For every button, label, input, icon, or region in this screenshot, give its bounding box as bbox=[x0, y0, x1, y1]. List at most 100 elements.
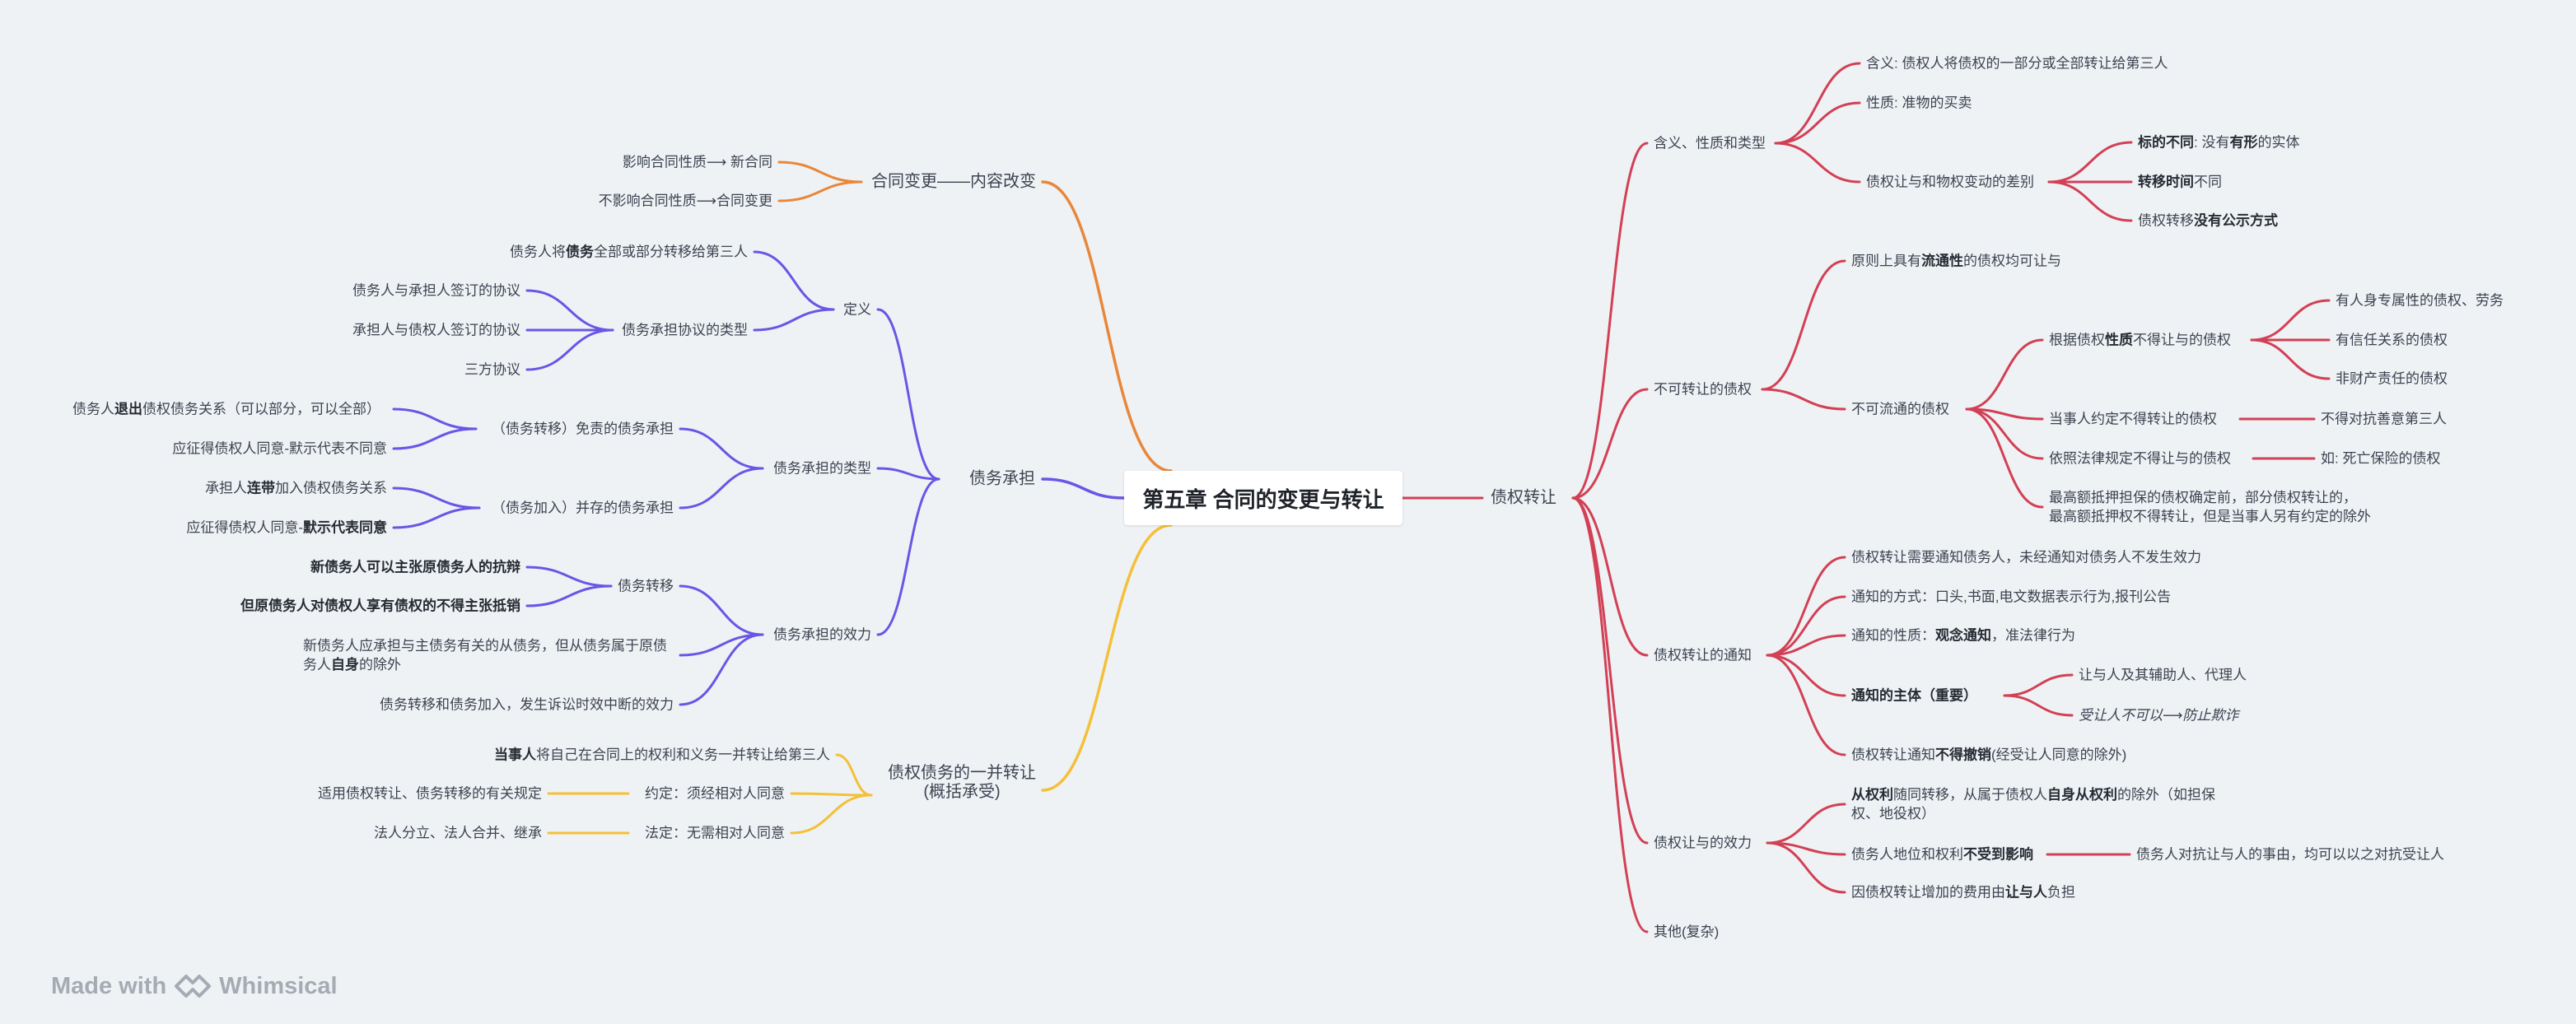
node-join-item-2[interactable]: 应征得债权人同意-默示代表同意 bbox=[186, 519, 387, 536]
connector-line bbox=[392, 486, 481, 510]
footer-brand: Whimsical bbox=[219, 972, 338, 999]
node-agreement-type-1[interactable]: 债务人与承担人签订的协议 bbox=[352, 282, 520, 299]
connector-line bbox=[876, 467, 940, 481]
node-by-nature[interactable]: 根据债权性质不得让与的债权 bbox=[2049, 332, 2231, 348]
connector-line bbox=[753, 250, 835, 311]
node-notice-subject[interactable]: 通知的主体（重要） bbox=[1851, 687, 1977, 704]
node-max-mortgage[interactable]: 最高额抵押担保的债权确定前，部分债权转让的，最高额抵押权不得转让，但是当事人另有… bbox=[2049, 490, 2371, 524]
connector-line bbox=[1571, 388, 1649, 500]
node-free-item-2[interactable]: 应征得债权人同意-默示代表不同意 bbox=[172, 440, 387, 457]
connector-line bbox=[790, 792, 873, 797]
node-notice-3[interactable]: 通知的性质：观念通知，准法律行为 bbox=[1851, 627, 2075, 644]
node-join-item-1[interactable]: 承担人连带加入债权债务关系 bbox=[205, 480, 387, 496]
node-whole-agreed-item[interactable]: 适用债权转让、债务转移的有关规定 bbox=[318, 785, 542, 802]
connector-line bbox=[1965, 407, 2044, 509]
connector-line bbox=[1766, 634, 1846, 657]
node-whole-agreed[interactable]: 约定：须经相对人同意 bbox=[645, 785, 785, 802]
node-agreement-types[interactable]: 债务承担协议的类型 bbox=[622, 322, 748, 338]
connector-line bbox=[1761, 259, 1846, 391]
node-nontransferable[interactable]: 不可转让的债权 bbox=[1654, 381, 1752, 398]
connector-line bbox=[679, 633, 764, 657]
connector-line bbox=[2003, 673, 2074, 697]
connector-line bbox=[525, 584, 613, 607]
connector-line bbox=[679, 633, 764, 706]
connector-line bbox=[1766, 841, 1846, 894]
root-node[interactable]: 第五章 合同的变更与转让 bbox=[1124, 471, 1402, 525]
node-whole-transfer[interactable]: 债权债务的一并转让(概括承受) bbox=[888, 764, 1036, 801]
node-debt-transfer[interactable]: 债务转移 bbox=[618, 578, 674, 594]
node-law-item[interactable]: 如: 死亡保险的债权 bbox=[2321, 450, 2441, 467]
node-claim-transfer[interactable]: 债权转让 bbox=[1491, 488, 1556, 507]
connector-line bbox=[679, 584, 764, 636]
node-noncirculating[interactable]: 不可流通的债权 bbox=[1851, 401, 1949, 417]
node-new-debtor[interactable]: 新债务人应承担与主债务有关的从债务，但从债务属于原债务人自身的除外 bbox=[303, 638, 667, 673]
node-transfer-item-2[interactable]: 但原债务人对债权人享有债权的不得主张抵销 bbox=[240, 598, 520, 614]
node-meaning-diff[interactable]: 债权让与和物权变动的差别 bbox=[1866, 174, 2034, 190]
connector-line bbox=[525, 566, 613, 588]
node-agreement-type-3[interactable]: 三方协议 bbox=[464, 361, 520, 378]
connector-line bbox=[525, 289, 614, 332]
node-definition[interactable]: 定义 bbox=[843, 301, 871, 318]
node-nature-item-2[interactable]: 有信任关系的债权 bbox=[2336, 332, 2448, 348]
node-agreed-nontransfer[interactable]: 当事人约定不得转让的债权 bbox=[2049, 411, 2217, 427]
node-transfer-item-1[interactable]: 新债务人可以主张原债务人的抗辩 bbox=[310, 559, 520, 575]
connector-line bbox=[2250, 338, 2331, 380]
node-assumption-kinds[interactable]: 债务承担的类型 bbox=[773, 460, 871, 477]
node-contract-change[interactable]: 合同变更——内容改变 bbox=[871, 172, 1036, 191]
node-notice-5[interactable]: 债权转让通知不得撤销(经受让人同意的除外) bbox=[1851, 747, 2127, 763]
node-def-item[interactable]: 债务人将债务全部或部分转移给第三人 bbox=[510, 244, 748, 260]
node-join-assumption[interactable]: （债务加入）并存的债务承担 bbox=[492, 500, 674, 516]
node-effect-2-item[interactable]: 债务人对抗让与人的事由，均可以以之对抗受让人 bbox=[2136, 846, 2444, 863]
node-agreed-item[interactable]: 不得对抗善意第三人 bbox=[2321, 411, 2447, 427]
node-subject-a[interactable]: 让与人及其辅助人、代理人 bbox=[2079, 667, 2247, 683]
node-law-nontransfer[interactable]: 依照法律规定不得让与的债权 bbox=[2049, 450, 2231, 467]
connector-line bbox=[392, 506, 481, 529]
node-whole-legal[interactable]: 法定：无需相对人同意 bbox=[645, 825, 785, 841]
node-notice[interactable]: 债权转让的通知 bbox=[1654, 647, 1752, 663]
connector-line bbox=[1571, 496, 1649, 845]
node-meaning-def[interactable]: 含义: 债权人将债权的一部分或全部转让给第三人 bbox=[1866, 55, 2168, 72]
node-notice-1[interactable]: 债权转让需要通知债务人，未经通知对债务人不发生效力 bbox=[1851, 549, 2201, 566]
connector-line bbox=[1965, 338, 2044, 411]
node-meaning[interactable]: 含义、性质和类型 bbox=[1654, 135, 1766, 151]
connector-line bbox=[392, 407, 478, 431]
connector-line bbox=[1774, 62, 1861, 145]
node-assumption-effect[interactable]: 债务承担的效力 bbox=[773, 626, 871, 643]
node-change-affect[interactable]: 影响合同性质⟶ 新合同 bbox=[622, 154, 772, 170]
node-assignment-effect[interactable]: 债权让与的效力 bbox=[1654, 835, 1752, 851]
node-effect-1[interactable]: 从权利随同转移，从属于债权人自身从权利的除外（如担保权、地役权） bbox=[1851, 787, 2215, 822]
node-notice-2[interactable]: 通知的方式：口头,书面,电文数据表示行为,报刊公告 bbox=[1851, 589, 2172, 605]
connector-line bbox=[1571, 496, 1649, 657]
connector-line bbox=[876, 477, 940, 636]
node-free-item-1[interactable]: 债务人退出债权债务关系（可以部分，可以全部） bbox=[72, 401, 380, 417]
node-agreement-type-2[interactable]: 承担人与债权人签订的协议 bbox=[352, 322, 520, 338]
connector-line bbox=[1571, 142, 1649, 500]
node-effect-2[interactable]: 债务人地位和权利不受到影响 bbox=[1851, 846, 2033, 863]
node-whole-legal-item[interactable]: 法人分立、法人合并、继承 bbox=[374, 825, 542, 841]
node-nature-item-3[interactable]: 非财产责任的债权 bbox=[2336, 370, 2448, 387]
connector-line bbox=[1766, 654, 1846, 756]
node-subject-b[interactable]: 受让人不可以⟶防止欺诈 bbox=[2079, 707, 2239, 724]
node-diff-c[interactable]: 债权转移没有公示方式 bbox=[2138, 212, 2278, 229]
connector-line bbox=[1766, 803, 1846, 845]
node-nontransfer-principle[interactable]: 原则上具有流通性的债权均可让与 bbox=[1851, 253, 2061, 269]
connector-line bbox=[1571, 496, 1649, 933]
node-meaning-nature[interactable]: 性质: 准物的买卖 bbox=[1866, 95, 1972, 111]
node-free-assumption[interactable]: （债务转移）免责的债务承担 bbox=[492, 421, 674, 437]
connector-line bbox=[2047, 180, 2133, 222]
node-whole-item-1[interactable]: 当事人将自己在合同上的权利和义务一并转让给第三人 bbox=[494, 747, 830, 763]
connector-line bbox=[1041, 180, 1173, 472]
node-diff-a[interactable]: 标的不同: 没有有形的实体 bbox=[2138, 134, 2300, 151]
node-change-not-affect[interactable]: 不影响合同性质⟶合同变更 bbox=[598, 193, 772, 209]
connector-line bbox=[1041, 477, 1126, 500]
node-diff-b[interactable]: 转移时间不同 bbox=[2138, 174, 2222, 190]
connector-line bbox=[1774, 142, 1861, 184]
node-nature-item-1[interactable]: 有人身专属性的债权、劳务 bbox=[2336, 292, 2504, 309]
connector-line bbox=[2003, 694, 2074, 717]
node-interruption[interactable]: 债务转移和债务加入，发生诉讼时效中断的效力 bbox=[380, 696, 674, 713]
node-effect-3[interactable]: 因债权转让增加的费用由让与人负担 bbox=[1851, 884, 2075, 901]
node-other[interactable]: 其他(复杂) bbox=[1654, 924, 1720, 940]
node-debt-assumption[interactable]: 债务承担 bbox=[969, 469, 1035, 488]
